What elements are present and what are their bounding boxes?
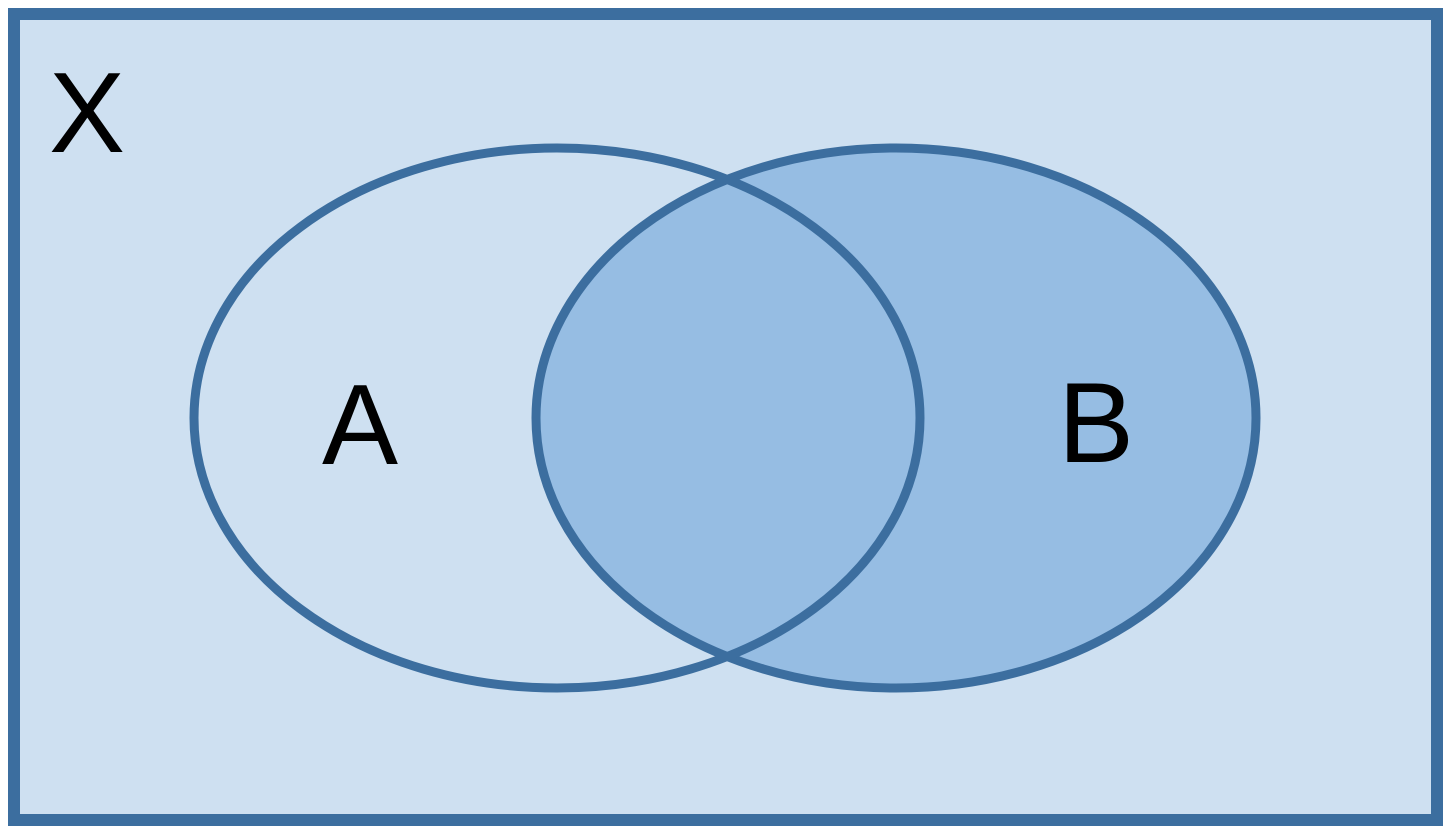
- universe-label: X: [49, 50, 125, 177]
- set-b-ellipse: [531, 143, 1261, 693]
- set-b-label: B: [1058, 360, 1134, 487]
- set-a-label: A: [322, 362, 398, 489]
- set-a-ellipse: [189, 143, 925, 693]
